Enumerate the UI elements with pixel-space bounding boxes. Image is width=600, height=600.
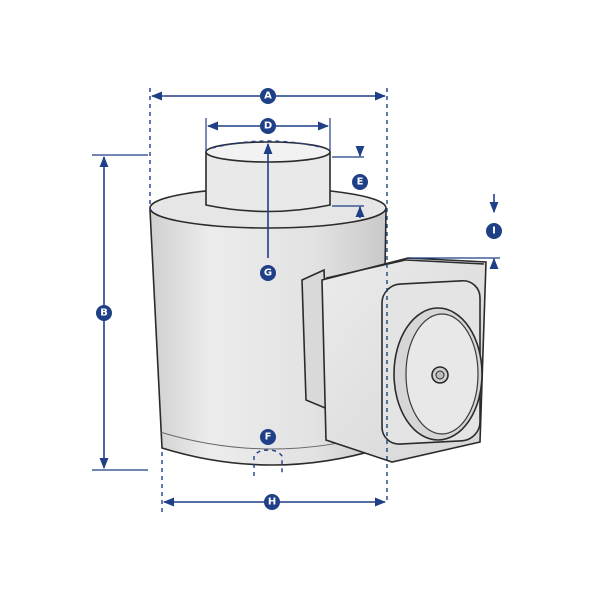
badge-d: D [260, 118, 276, 134]
svg-text:I: I [492, 226, 496, 237]
badge-f: F [260, 429, 276, 445]
badge-g: G [260, 265, 276, 281]
badge-i: I [486, 223, 502, 239]
badge-h: H [264, 494, 280, 510]
dimension-e [332, 145, 365, 218]
badge-a: A [260, 88, 276, 104]
svg-text:E: E [357, 177, 364, 188]
dimension-i [408, 194, 500, 270]
svg-text:G: G [264, 268, 272, 279]
svg-text:D: D [264, 121, 272, 132]
dimension-f [253, 449, 283, 476]
badge-b: B [96, 305, 112, 321]
svg-text:B: B [100, 308, 108, 319]
connector-plug [393, 307, 483, 441]
svg-text:F: F [265, 432, 272, 443]
badge-e: E [352, 174, 368, 190]
svg-text:A: A [264, 91, 272, 102]
svg-text:H: H [268, 497, 276, 508]
